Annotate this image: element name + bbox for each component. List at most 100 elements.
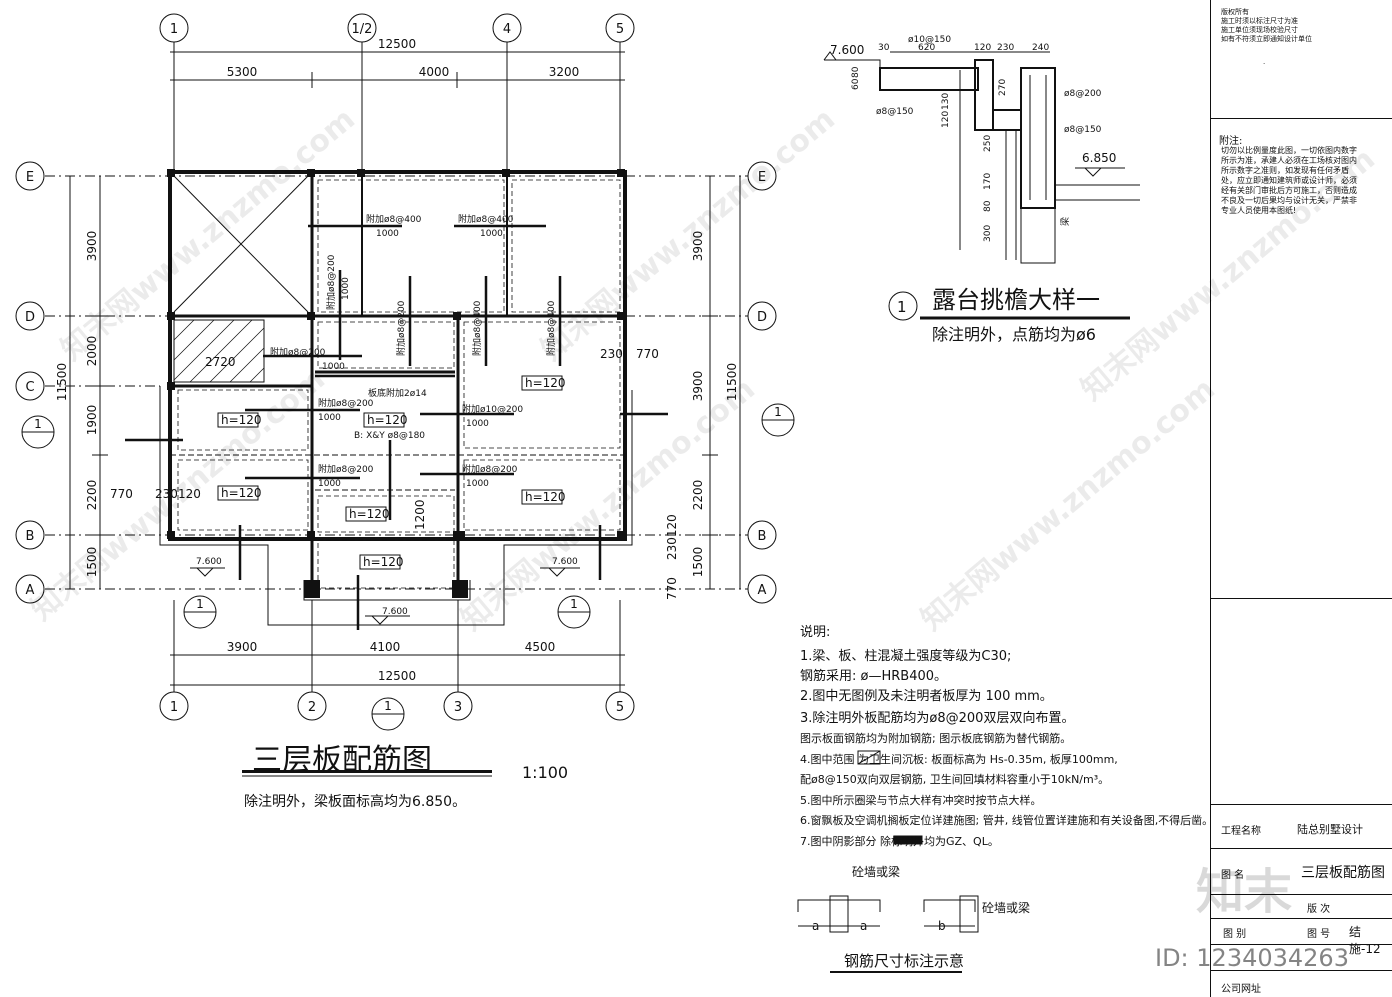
rebar-note: B: X&Y ø8@180 [354, 431, 425, 441]
legend-a: a [812, 919, 819, 933]
detail-label: 250 [983, 135, 993, 152]
rebar-note: 板底附加2ø14 [368, 387, 427, 399]
section-num: 1 [570, 597, 578, 611]
dim-right: 3900 [691, 371, 705, 402]
detail-label: ø8@150 [1064, 125, 1102, 135]
plan-note: 除注明外，梁板面标高均为6.850。 [244, 793, 466, 810]
rebar-note: 1000 [466, 419, 489, 429]
notes-item: 5.图中所示圈梁与节点大样有冲突时按节点大样。 [800, 793, 1042, 807]
section-num: 1 [384, 699, 392, 713]
company-label: 公司网址 [1221, 984, 1261, 995]
detail-label: 30 [878, 43, 890, 53]
section-num: 1 [34, 417, 42, 431]
note-title: 附注: [1219, 136, 1243, 147]
dim-top-span: 3200 [549, 65, 580, 79]
dim-right: 1500 [691, 547, 705, 578]
detail-label: 170 [983, 173, 993, 190]
detail-label: 620 [918, 43, 935, 53]
detail-label: 梁 [1059, 217, 1071, 226]
detail-label: 240 [1032, 43, 1049, 53]
axis-bot-3: 3 [454, 700, 462, 715]
detail-elev: 6.850 [1082, 151, 1116, 165]
dim-top-total: 12500 [378, 37, 416, 51]
small-dim: 770 [636, 347, 659, 361]
detail-elev: 7.600 [830, 43, 864, 57]
axis-row-e: E [26, 170, 34, 185]
slab-thickness: h=120 [349, 507, 390, 521]
small-dim: 230120 [665, 514, 679, 560]
elevation-label: 7.600 [196, 557, 222, 567]
slab-thickness: h=120 [525, 490, 566, 504]
rebar-note: 1000 [480, 229, 503, 239]
version-label: 版 次 [1307, 904, 1331, 915]
detail-title: 露台挑檐大样一 [932, 286, 1100, 314]
axis-row-b: B [26, 529, 35, 544]
slab-thickness: h=120 [525, 376, 566, 390]
slab-thickness: h=120 [363, 555, 404, 569]
detail-label: ø8@200 [1064, 89, 1102, 99]
dim-left: 1500 [85, 547, 99, 578]
notes-item: 图示板面钢筋均为附加钢筋; 图示板底钢筋为替代钢筋。 [800, 731, 1071, 745]
project-value: 陆总别墅设计 [1297, 823, 1363, 836]
notes-item: 配ø8@150双向双层钢筋, 卫生间回填材料容重小于10kN/m³。 [800, 772, 1109, 786]
drawing-label: 图 名 [1221, 870, 1245, 881]
rebar-note: 附加ø8@200 [270, 346, 326, 358]
axis-top-1: 1 [170, 22, 178, 37]
rebar-note: 附加ø8@400 [545, 300, 557, 356]
slab-thickness: h=120 [221, 486, 262, 500]
detail-label: 80 [983, 200, 993, 212]
rebar-note: 附加ø8@200 [325, 254, 337, 310]
dim-right: 2200 [691, 480, 705, 511]
rebar-note: 附加ø8@200 [395, 300, 407, 356]
notes-item: 3.除注明外板配筋均为ø8@200双层双向布置。 [800, 710, 1074, 726]
axis-row-b-r: B [758, 529, 767, 544]
notes-item: 4.图中范围 为卫生间沉板: 板面标高为 Hs-0.35m, 板厚100mm, [800, 752, 1118, 766]
slab-thickness: h=120 [221, 413, 262, 427]
axis-top-1-2: 1/2 [352, 22, 373, 37]
num-value: 结施-12 [1349, 925, 1381, 956]
dim-left: 3900 [85, 231, 99, 262]
small-dim: 230 [600, 347, 623, 361]
axis-row-e-r: E [758, 170, 766, 185]
rebar-note: 1000 [322, 362, 345, 372]
detail-label: 120 [974, 43, 991, 53]
dim-bot-span: 4500 [525, 640, 556, 654]
rebar-note: 1000 [376, 229, 399, 239]
dim-right-total: 11500 [725, 363, 739, 401]
dim-left: 2200 [85, 480, 99, 511]
num-label: 图 号 [1307, 929, 1331, 940]
rebar-note: 附加ø8@200 [318, 397, 374, 409]
detail-label: ø8@150 [876, 107, 914, 117]
legend-label: 砼墙或梁 [982, 900, 1030, 915]
small-dim: 770 [110, 487, 133, 501]
note-body: 切勿以比例量度此图，一切依图内数字所示为准，承建人必须在工场核对图内所示数字之准… [1221, 146, 1357, 215]
rebar-note: 1000 [341, 277, 351, 300]
dim-bot-span: 4100 [370, 640, 401, 654]
axis-bot-2: 2 [308, 700, 316, 715]
rebar-note: 1000 [318, 413, 341, 423]
detail-label: ø10@150 [908, 35, 951, 45]
axis-top-5: 5 [616, 22, 624, 37]
section-num: 1 [196, 597, 204, 611]
legend-title: 钢筋尺寸标注示意 [844, 952, 964, 970]
axis-row-a-r: A [758, 583, 767, 598]
elevation-label: 7.600 [382, 607, 408, 617]
rebar-note: 1000 [466, 479, 489, 489]
rebar-note: 附加ø10@200 [462, 403, 523, 415]
axis-top-4: 4 [503, 22, 511, 37]
rebar-note: 附加ø8@400 [458, 213, 514, 225]
project-label: 工程名称 [1221, 826, 1261, 837]
rebar-note: 附加ø8@200 [462, 463, 518, 475]
dim-top-span: 4000 [419, 65, 450, 79]
legend-b: b [938, 919, 946, 933]
small-dim: 120 [178, 487, 201, 501]
detail-label: 300 [983, 225, 993, 242]
rebar-note: 1000 [318, 479, 341, 489]
rebar-note: 附加ø8@400 [471, 300, 483, 356]
detail-label: 230 [997, 43, 1014, 53]
dim-left: 2000 [85, 336, 99, 367]
detail-note: 除注明外，点筋均为ø6 [932, 325, 1096, 344]
notes-item: 6.窗飘板及空调机搁板定位详建施图; 管井, 线管位置详建施和有关设备图,不得后… [800, 813, 1210, 827]
notes-item: 2.图中无图例及未注明者板厚为 100 mm。 [800, 689, 1053, 704]
axis-bot-1: 1 [170, 700, 178, 715]
